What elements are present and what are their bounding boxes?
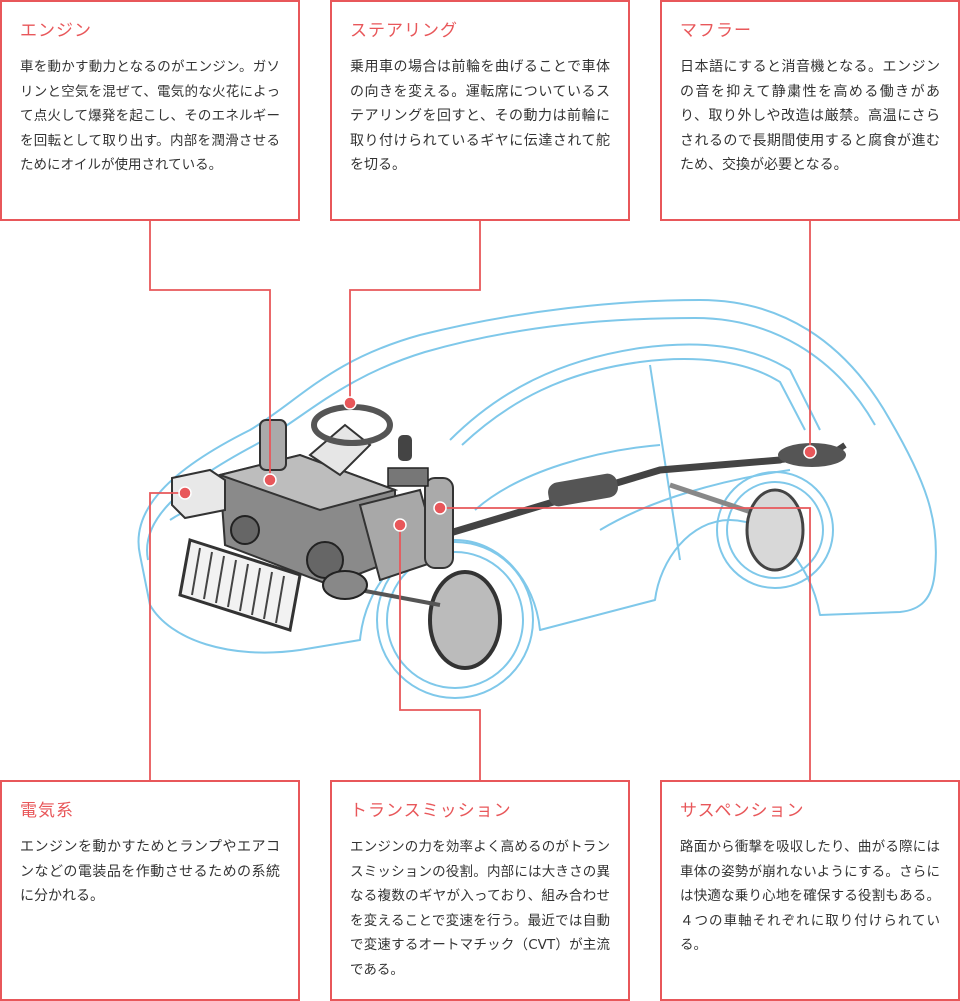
engine-text: 車を動かす動力となるのがエンジン。ガソリンと空気を混ぜて、電気的な火花によって点… (20, 59, 280, 173)
leader-suspension (440, 507, 811, 780)
leader-lines (149, 221, 811, 780)
electrical-title: 電気系 (20, 801, 74, 821)
electrical-box: 電気系 エンジンを動かすためとランプやエアコンなどの電装品を作動させるための系統… (0, 780, 300, 1001)
leader-dots (178, 396, 817, 532)
leader-transmission (399, 525, 481, 780)
suspension-title: サスペンション (680, 801, 805, 821)
muffler-text: 日本語にすると消音機となる。エンジンの音を抑えて静粛性を高める働きがあり、取り外… (680, 59, 940, 173)
transmission-text: エンジンの力を効率よく高めるのがトランスミッションの役割。内部には大きさの異なる… (350, 839, 610, 978)
dot-muffler (803, 445, 817, 459)
suspension-box: サスペンション 路面から衝撃を吸収したり、曲がる際には車体の姿勢が崩れないように… (660, 780, 960, 1001)
leader-electrical (149, 492, 185, 780)
transmission-box: トランスミッション エンジンの力を効率よく高めるのがトランスミッションの役割。内… (330, 780, 630, 1001)
leader-steering (349, 221, 481, 403)
dot-engine (263, 473, 277, 487)
dot-electrical (178, 486, 192, 500)
steering-title: ステアリング (350, 21, 458, 41)
mechanical-parts (171, 404, 847, 670)
muffler-title: マフラー (680, 21, 752, 41)
engine-box: エンジン 車を動かす動力となるのがエンジン。ガソリンと空気を混ぜて、電気的な火花… (0, 0, 300, 221)
electrical-text: エンジンを動かすためとランプやエアコンなどの電装品を作動させるための系統に分かれ… (20, 839, 280, 904)
dot-transmission (393, 518, 407, 532)
engine-title: エンジン (20, 21, 92, 41)
muffler-box: マフラー 日本語にすると消音機となる。エンジンの音を抑えて静粛性を高める働きがあ… (660, 0, 960, 221)
dot-steering (343, 396, 357, 410)
transmission-title: トランスミッション (350, 801, 512, 821)
dot-suspension (433, 501, 447, 515)
leader-engine (149, 221, 271, 480)
suspension-text: 路面から衝撃を吸収したり、曲がる際には車体の姿勢が崩れないようにする。さらには快… (680, 839, 940, 953)
steering-text: 乗用車の場合は前輪を曲げることで車体の向きを変える。運転席についているステアリン… (350, 59, 610, 173)
steering-box: ステアリング 乗用車の場合は前輪を曲げることで車体の向きを変える。運転席について… (330, 0, 630, 221)
